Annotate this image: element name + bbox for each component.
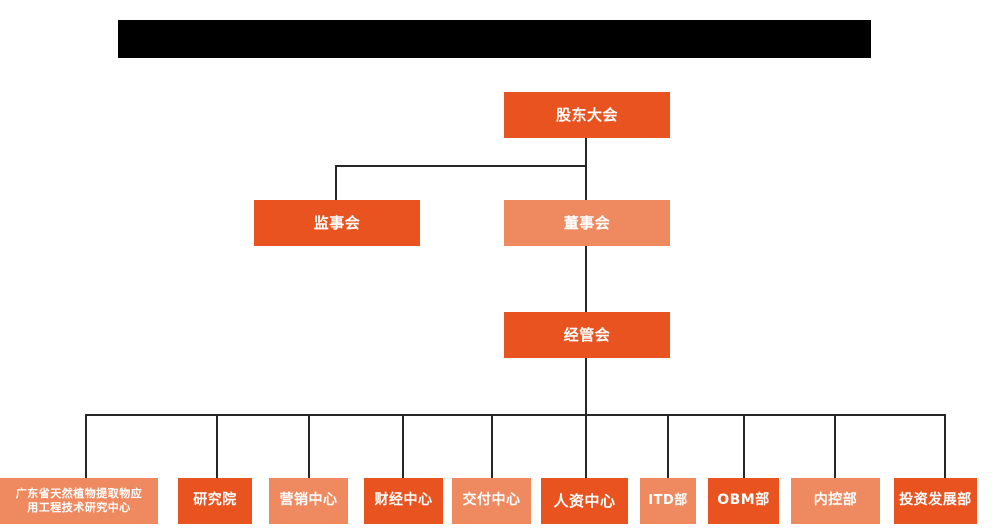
org-node-research-institute[interactable]: 研究院 — [178, 478, 252, 524]
connector-drop-delivery-center — [491, 414, 493, 478]
org-node-label: 经管会 — [563, 325, 611, 344]
org-node-gd-plant-extract-research-center[interactable]: 广东省天然植物提取物应 用工程技术研究中心 — [0, 478, 158, 524]
org-node-label: 内控部 — [813, 492, 858, 509]
connector-drop-finance-center — [402, 414, 404, 478]
org-node-label: 人资中心 — [553, 491, 616, 510]
connector-shareholders-down-stub — [585, 138, 587, 166]
org-node-shareholders-meeting[interactable]: 股东大会 — [504, 92, 670, 138]
connector-supervisors-drop — [335, 165, 337, 201]
org-node-label: 研究院 — [193, 492, 237, 509]
connector-drop-investment-development — [944, 414, 946, 478]
org-node-finance-center[interactable]: 财经中心 — [364, 478, 443, 524]
org-node-management-committee[interactable]: 经管会 — [504, 312, 670, 358]
org-node-label: 广东省天然植物提取物应 用工程技术研究中心 — [15, 487, 143, 514]
org-node-label: OBM部 — [717, 492, 770, 509]
org-node-internal-control-department[interactable]: 内控部 — [791, 478, 880, 524]
org-node-label: 营销中心 — [279, 492, 338, 509]
org-node-board-of-supervisors[interactable]: 监事会 — [254, 200, 420, 246]
org-node-board-of-directors[interactable]: 董事会 — [504, 200, 670, 246]
connector-shareholders-to-supervisors-h — [335, 165, 587, 167]
org-node-label: 董事会 — [563, 213, 611, 232]
org-node-label: 交付中心 — [462, 492, 521, 509]
connector-drop-obm-department — [743, 414, 745, 478]
connector-management-to-bus — [585, 358, 587, 415]
org-node-marketing-center[interactable]: 营销中心 — [269, 478, 348, 524]
org-node-label: 股东大会 — [555, 105, 618, 124]
org-node-label: 监事会 — [313, 213, 361, 232]
connector-drop-marketing-center — [308, 414, 310, 478]
connector-directors-to-management — [585, 246, 587, 313]
connector-drop-hr-center — [585, 414, 587, 478]
connector-drop-internal-control — [834, 414, 836, 478]
connector-drop-itd-department — [667, 414, 669, 478]
connector-drop-research-center — [85, 414, 87, 478]
org-node-delivery-center[interactable]: 交付中心 — [452, 478, 531, 524]
org-node-hr-center[interactable]: 人资中心 — [541, 478, 628, 524]
org-node-itd-department[interactable]: ITD部 — [640, 478, 696, 524]
org-node-investment-development-department[interactable]: 投资发展部 — [894, 478, 977, 524]
org-node-label: 财经中心 — [374, 492, 433, 509]
org-node-obm-department[interactable]: OBM部 — [708, 478, 779, 524]
org-node-label: ITD部 — [648, 492, 688, 508]
connector-department-bus — [85, 414, 945, 416]
connector-directors-drop — [585, 165, 587, 201]
redacted-title-bar — [118, 20, 871, 58]
connector-drop-research-institute — [216, 414, 218, 478]
org-node-label: 投资发展部 — [899, 492, 972, 509]
